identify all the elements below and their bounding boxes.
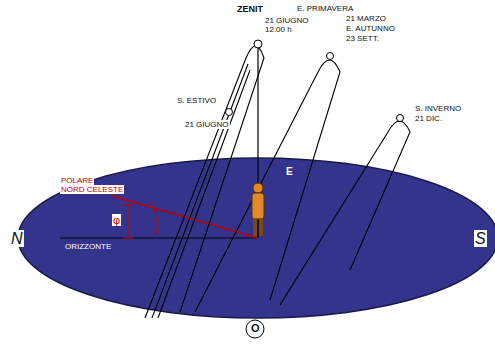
horizon-label: ORIZZONTE bbox=[64, 242, 112, 251]
horizon-line bbox=[60, 238, 258, 239]
cardinal-letter: O bbox=[250, 322, 261, 334]
time-label: 12.00 h bbox=[264, 25, 293, 34]
cardinal-letter: N bbox=[10, 230, 24, 247]
sun-zenith bbox=[254, 40, 262, 48]
angle-arc bbox=[150, 202, 157, 238]
equinox-label: E. AUTUNNO bbox=[345, 24, 396, 33]
cardinal-letter: E bbox=[285, 166, 294, 177]
latitude-bracket bbox=[122, 205, 134, 238]
sun-paths bbox=[145, 46, 410, 318]
date-label: 21 MARZO bbox=[345, 14, 387, 23]
sun-equinox bbox=[327, 53, 334, 60]
date-label: 21 GIUGNO bbox=[184, 120, 230, 129]
latitude-symbol: φ bbox=[112, 214, 121, 226]
polar-label: NORD CELESTE bbox=[60, 185, 124, 194]
observer-figure bbox=[252, 183, 264, 236]
polar-label: POLARE bbox=[60, 176, 94, 185]
date-label: 21 DIC. bbox=[414, 114, 443, 123]
solstice-label: S. ESTIVO bbox=[176, 96, 217, 105]
date-label: 21 GIUGNO bbox=[264, 16, 310, 25]
date-label: 23 SETT. bbox=[345, 34, 380, 43]
sun-winter bbox=[397, 115, 404, 122]
sun-summer bbox=[226, 109, 233, 116]
cardinal-ring bbox=[246, 320, 264, 338]
cardinal-letter: S bbox=[474, 230, 487, 247]
horizon-plane bbox=[18, 158, 495, 318]
equinox-label: E. PRIMAVERA bbox=[296, 4, 354, 13]
zenith-label: ZENIT bbox=[236, 4, 264, 14]
solstice-label: S. INVERNO bbox=[414, 104, 462, 113]
